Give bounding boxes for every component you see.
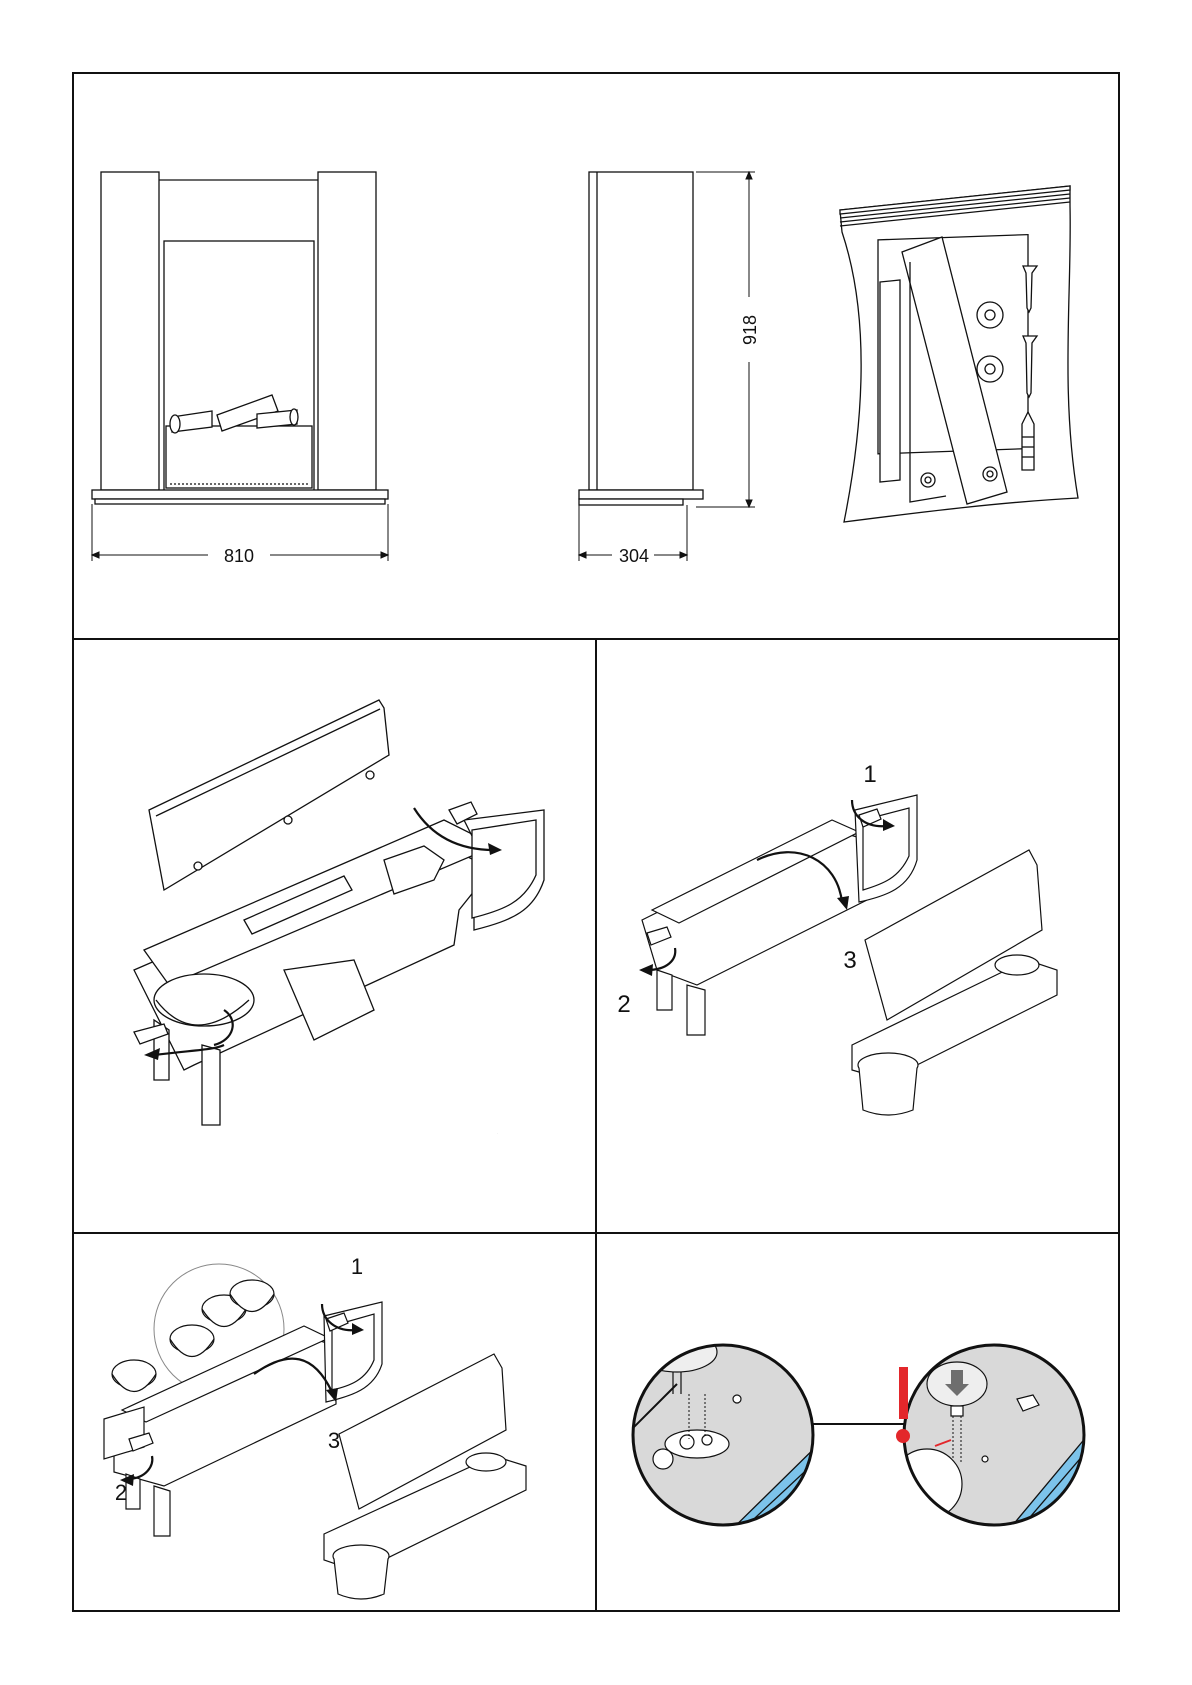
fuelbed-removal-drawing <box>74 640 599 1236</box>
step-2-label: 2 <box>115 1480 127 1505</box>
fixing-kit-bag <box>840 186 1078 522</box>
fireplace-side-view <box>579 172 703 505</box>
panel-detail-circles: ! <box>595 1232 1120 1612</box>
warning-dot <box>896 1429 910 1443</box>
step-1-label: 1 <box>863 761 876 788</box>
step-2-label: 2 <box>617 991 630 1018</box>
panel-remove-fuelbed <box>72 638 597 1234</box>
panel-bowls: 1 2 3 <box>72 1232 597 1612</box>
tray-lift-drawing: 1 2 3 <box>597 640 1122 1236</box>
warning-bar <box>899 1367 908 1419</box>
depth-value: 304 <box>619 546 649 566</box>
detail-circle-before <box>627 1332 829 1544</box>
height-value: 918 <box>740 315 760 345</box>
step-3-label: 3 <box>328 1428 340 1453</box>
panel-lift-tray: 1 2 3 <box>595 638 1120 1234</box>
fireplace-front-view <box>92 172 388 504</box>
detail-circle-after <box>892 1339 1097 1544</box>
step-1-label: 1 <box>351 1254 363 1279</box>
step-3-label: 3 <box>843 947 856 974</box>
panel-dimensions: 810 304 918 <box>72 72 1120 640</box>
width-value: 810 <box>224 546 254 566</box>
detail-drawing: ! <box>597 1234 1122 1614</box>
dimensions-drawing: 810 304 918 <box>72 72 1120 640</box>
bowls-drawing: 1 2 3 <box>74 1234 599 1614</box>
